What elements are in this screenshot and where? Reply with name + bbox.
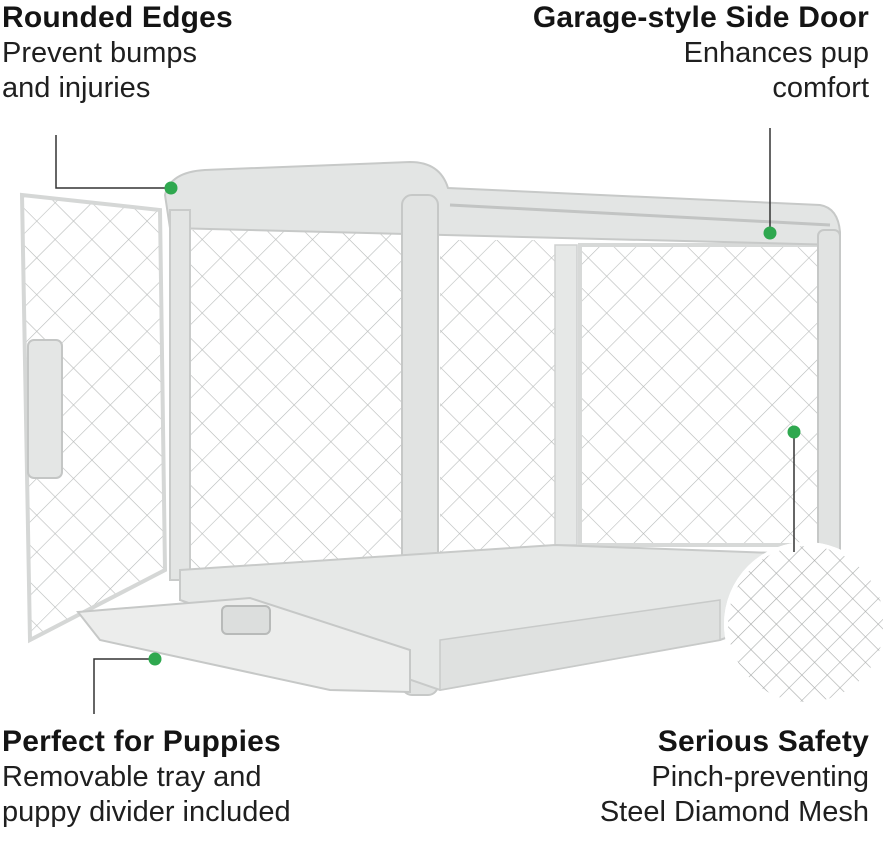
callout-description-line: Steel Diamond Mesh xyxy=(599,795,869,828)
callout-description: Pinch-preventing Steel Diamond Mesh xyxy=(600,760,869,830)
callout-title: Rounded Edges xyxy=(2,1,233,34)
mesh-detail-zoom xyxy=(724,542,883,706)
callout-description-line: and injuries xyxy=(2,71,151,104)
callout-rounded-edges: Rounded Edges Prevent bumps and injuries xyxy=(2,0,233,106)
right-corner-post xyxy=(817,229,841,561)
front-mesh-panel xyxy=(190,230,555,570)
rear-corner-post xyxy=(169,209,191,581)
callout-title: Serious Safety xyxy=(657,725,869,758)
callout-description-line: Pinch-preventing xyxy=(651,761,869,793)
side-door-mesh-panel xyxy=(578,243,822,547)
callout-safety: Serious Safety Pinch-preventing Steel Di… xyxy=(600,724,869,830)
callout-description: Prevent bumps and injuries xyxy=(2,36,233,106)
open-front-door xyxy=(19,192,168,644)
callout-title: Garage-style Side Door xyxy=(532,1,869,34)
callout-description-line: puppy divider included xyxy=(2,795,291,828)
callout-puppies: Perfect for Puppies Removable tray and p… xyxy=(2,724,291,830)
crate-roof xyxy=(163,160,841,247)
callout-side-door: Garage-style Side Door Enhances pup comf… xyxy=(533,0,869,106)
leader-line-rounded-edges xyxy=(55,135,170,189)
callout-description-line: Enhances pup xyxy=(683,37,869,69)
callout-description: Removable tray and puppy divider include… xyxy=(2,760,291,830)
callout-description-line: comfort xyxy=(772,71,869,104)
leader-line-puppies xyxy=(93,658,155,714)
marker-dot-rounded-edges xyxy=(164,181,178,195)
marker-dot-puppies xyxy=(148,652,162,666)
callout-description-line: Removable tray and xyxy=(2,761,262,793)
marker-dot-side-door xyxy=(763,226,777,240)
callout-description: Enhances pup comfort xyxy=(533,36,869,106)
marker-dot-safety xyxy=(787,425,801,439)
removable-tray xyxy=(76,596,411,694)
callout-title: Perfect for Puppies xyxy=(2,725,281,758)
callout-description-line: Prevent bumps xyxy=(2,37,198,69)
